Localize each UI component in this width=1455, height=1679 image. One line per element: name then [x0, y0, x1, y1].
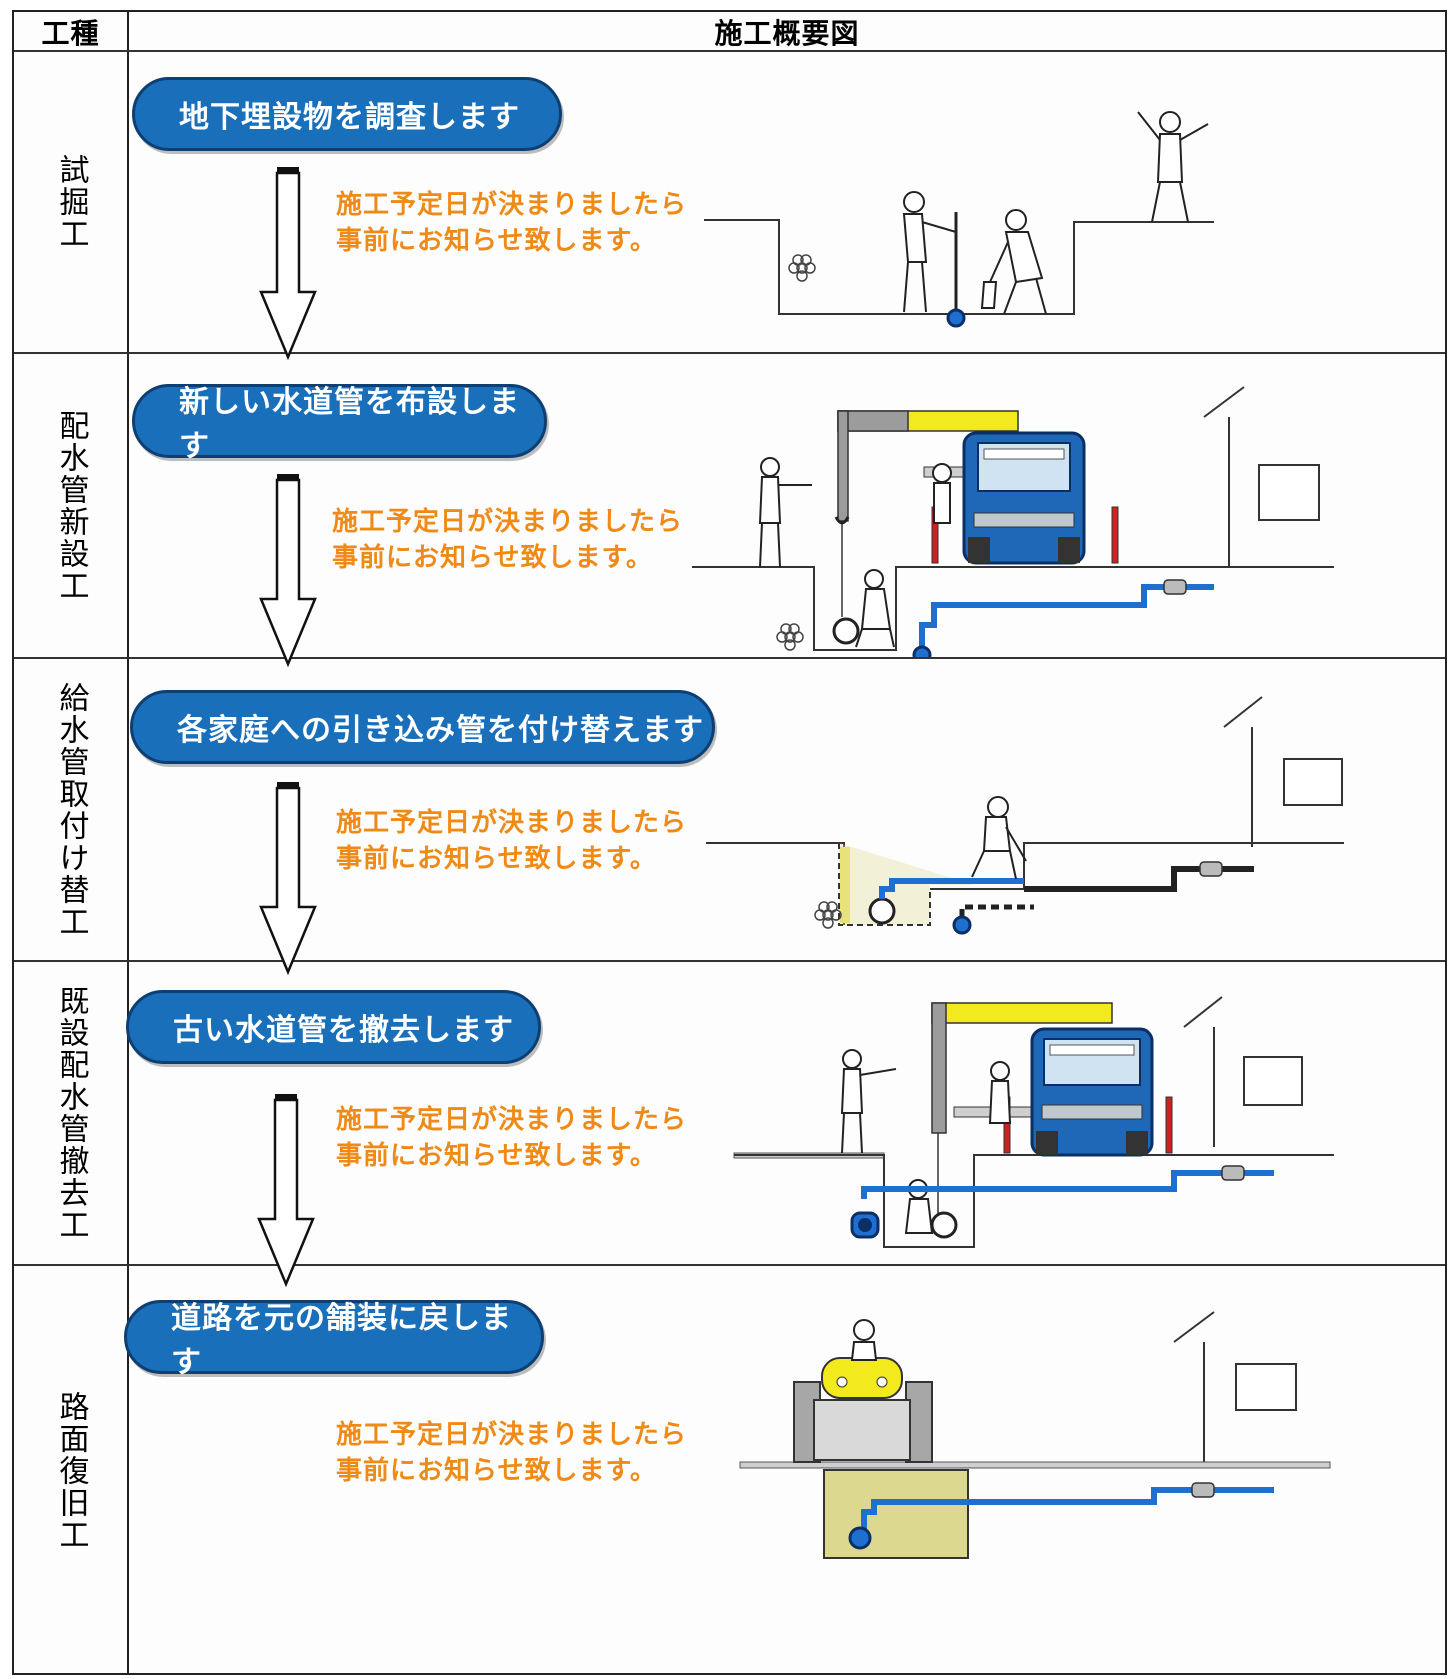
header-type: 工種 — [41, 17, 100, 50]
header-divider — [14, 50, 1445, 52]
pipe-removal-illustration — [733, 996, 1334, 1248]
down-arrow-icon — [259, 167, 317, 361]
step-title-pill: 各家庭への引き込み管を付け替えます — [130, 690, 715, 764]
pipe-laying-illustration — [692, 386, 1334, 657]
header-overview: 施工概要図 — [714, 17, 860, 50]
construction-table: 工種 施工概要図 試掘工 配水管新設工 給水管取付け替工 既設配水管撤去工 路面… — [12, 10, 1447, 1675]
row-divider — [14, 960, 1445, 962]
column-divider — [127, 12, 129, 1673]
step-title-pill: 古い水道管を撤去します — [126, 990, 541, 1064]
row-divider — [14, 352, 1445, 354]
road-restoration-illustration — [739, 1311, 1331, 1559]
type-label-removal: 既設配水管撤去工 — [53, 985, 89, 1241]
down-arrow-icon — [259, 782, 317, 976]
type-label-service-pipe: 給水管取付け替工 — [53, 681, 89, 938]
type-label-restoration: 路面復旧工 — [53, 1390, 89, 1551]
row-divider — [14, 1264, 1445, 1266]
schedule-notice: 施工予定日が決まりましたら事前にお知らせ致します。 — [332, 507, 684, 573]
schedule-notice: 施工予定日が決まりましたら事前にお知らせ致します。 — [336, 808, 688, 874]
down-arrow-icon — [257, 1094, 315, 1288]
step-title-pill: 地下埋設物を調査します — [132, 77, 562, 151]
trial-dig-illustration — [704, 111, 1214, 328]
step-title-pill: 道路を元の舗装に戻します — [124, 1300, 544, 1380]
row-divider — [14, 657, 1445, 659]
service-pipe-illustration — [706, 696, 1344, 935]
schedule-notice: 施工予定日が決まりましたら事前にお知らせ致します。 — [336, 1420, 688, 1486]
down-arrow-icon — [259, 474, 317, 668]
schedule-notice: 施工予定日が決まりましたら事前にお知らせ致します。 — [336, 1105, 688, 1171]
type-label-trial-dig: 試掘工 — [53, 154, 89, 250]
schedule-notice: 施工予定日が決まりましたら事前にお知らせ致します。 — [336, 190, 688, 256]
type-label-main-pipe: 配水管新設工 — [53, 409, 89, 602]
step-title-pill: 新しい水道管を布設します — [132, 384, 547, 464]
